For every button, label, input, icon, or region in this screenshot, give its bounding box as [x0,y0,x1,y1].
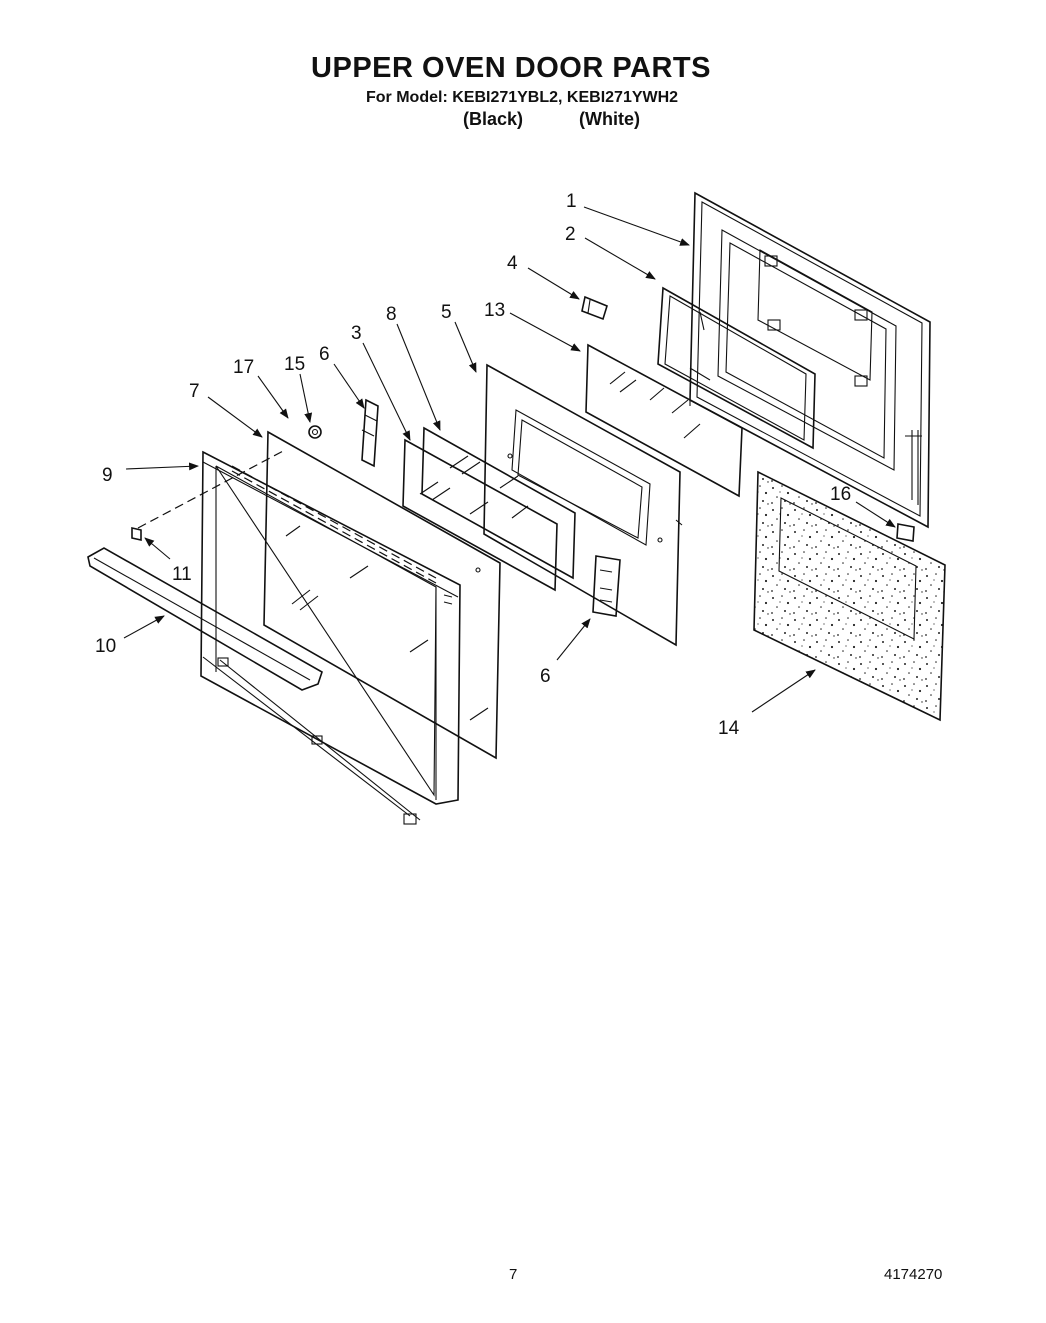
door-gasket [657,286,816,450]
leader-5 [454,321,477,373]
leader-11 [144,537,171,560]
leader-6-lower [556,618,591,661]
callout-3: 3 [351,323,362,344]
leader-8 [396,323,441,431]
inner-glass [585,343,743,498]
callout-labels: 1 2 4 13 5 8 3 6 15 17 7 9 11 10 6 16 14 [95,191,851,739]
callout-1: 1 [566,191,577,212]
variant-black: (Black) [463,109,524,129]
callout-6-upper: 6 [319,344,330,365]
callout-17: 17 [233,357,254,378]
leader-14 [751,669,816,713]
corner-block [896,523,915,542]
callout-14: 14 [718,718,740,739]
door-baffle [483,363,683,647]
assembly-line [137,449,286,529]
leader-4 [527,267,580,300]
callout-9: 9 [102,465,113,486]
door-insulation [753,470,946,722]
front-glass-panel [263,430,501,760]
leader-15 [299,373,313,423]
callout-6-lower: 6 [540,666,551,687]
leader-1 [583,206,690,246]
leader-arrows [123,206,896,713]
leader-10 [123,615,165,639]
leader-17 [257,375,289,419]
door-handle [87,547,323,691]
outer-door-frame [200,450,461,825]
middle-glass [421,426,576,580]
leader-9 [125,462,199,471]
hinge-bracket [592,555,621,617]
inner-door-liner [689,191,931,529]
outer-glass [402,438,558,592]
leader-16 [855,501,896,528]
callout-7: 7 [189,381,200,402]
callout-11: 11 [172,564,192,585]
leader-6-upper [333,363,365,409]
page-number: 7 [509,1266,518,1283]
callout-15: 15 [284,354,305,375]
leader-2 [584,237,656,280]
leader-7 [207,396,263,438]
callout-16: 16 [830,484,851,505]
screw [308,425,322,439]
callout-10: 10 [95,636,116,657]
glass-retainer-upper [361,398,379,468]
handle-screw [131,527,142,541]
callout-2: 2 [565,224,576,245]
callout-4: 4 [507,253,518,274]
document-number: 4174270 [884,1266,943,1283]
callout-13: 13 [484,300,505,321]
leader-3 [362,342,411,441]
leader-13 [509,312,581,352]
callout-8: 8 [386,304,397,325]
variant-white: (White) [579,109,640,129]
page-title: UPPER OVEN DOOR PARTS [311,52,711,84]
callout-5: 5 [441,302,452,323]
model-line: For Model: KEBI271YBL2, KEBI271YWH2 [366,89,679,106]
clip [581,295,608,321]
